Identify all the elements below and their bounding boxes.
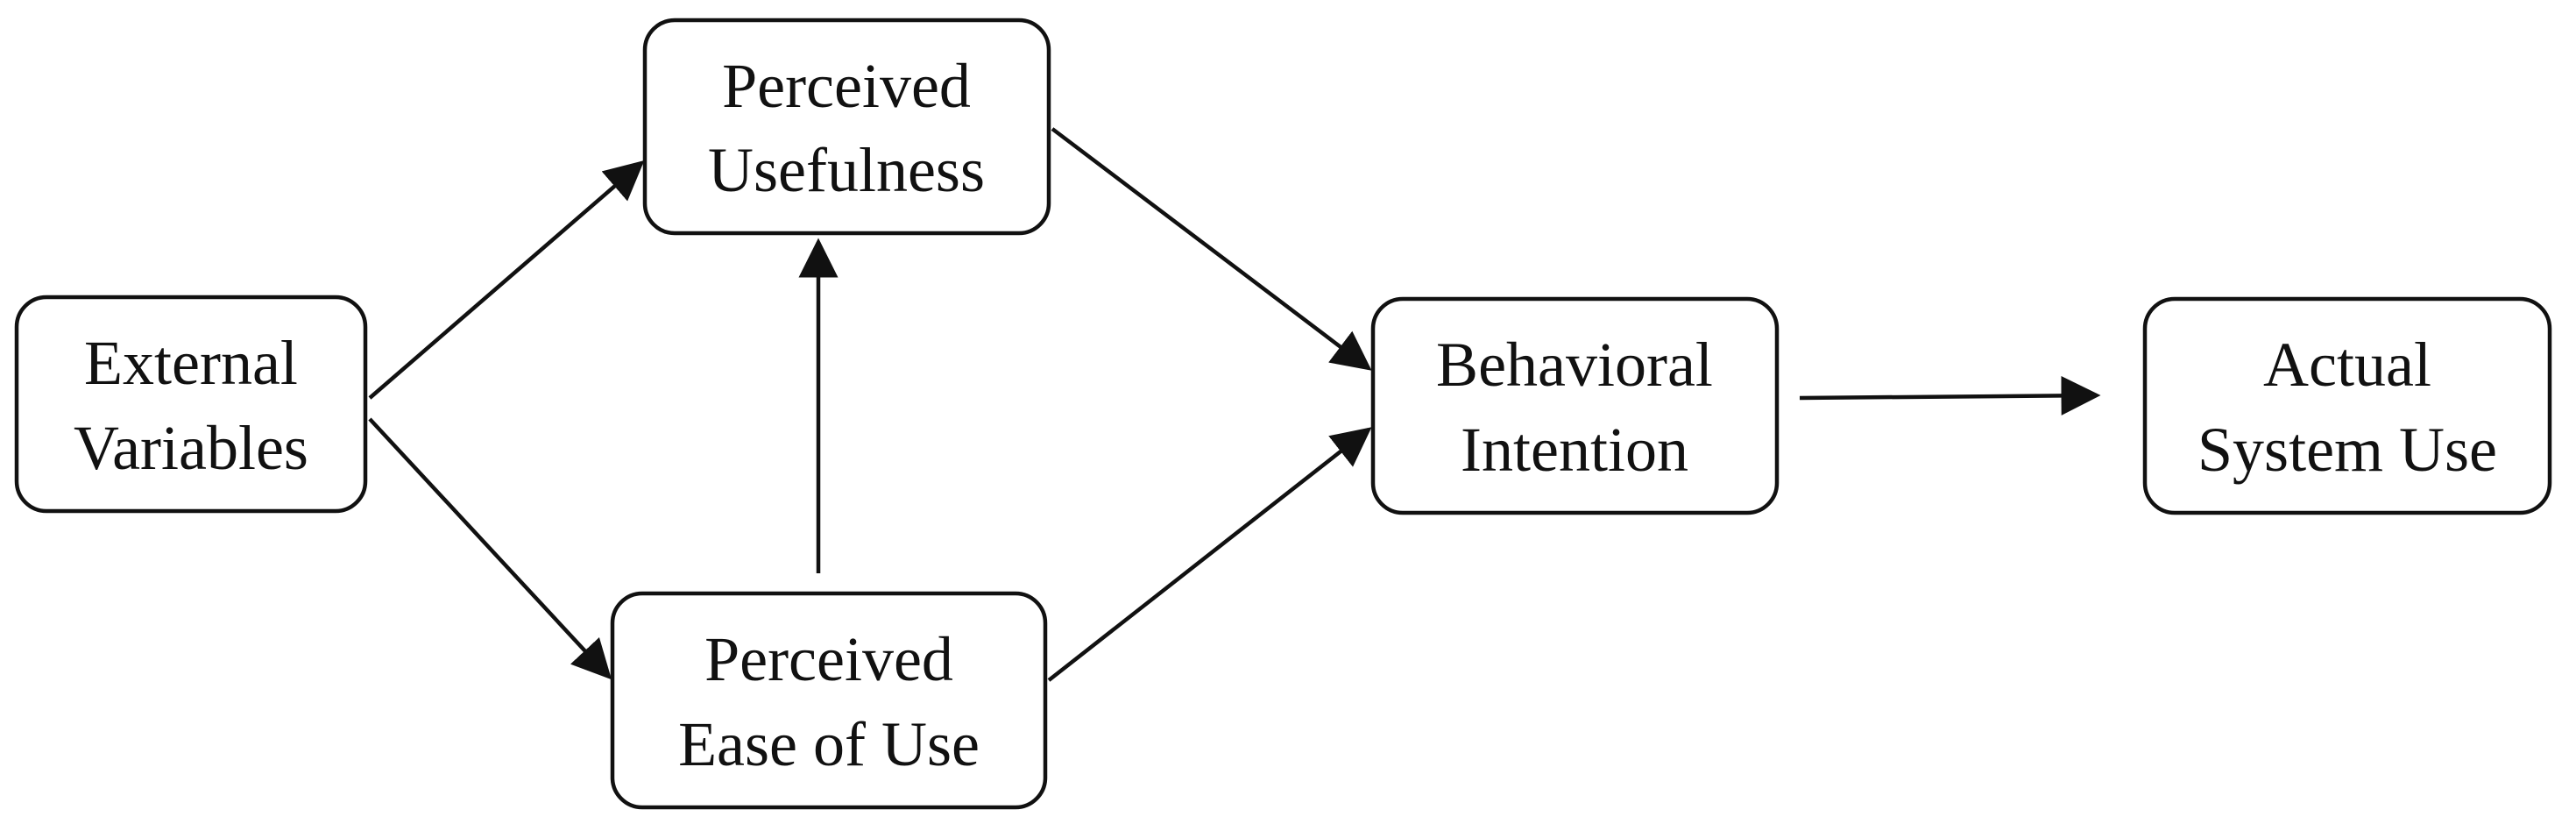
node-label-line2: System Use (2197, 415, 2497, 485)
node-label-line1: Behavioral (1436, 330, 1713, 400)
node-external-variables: External Variables (14, 295, 368, 514)
node-label-line2: Usefulness (708, 135, 985, 205)
node-label-line2: Ease of Use (678, 709, 980, 779)
node-actual-system-use: Actual System Use (2142, 296, 2552, 515)
node-label-line1: Perceived (704, 624, 953, 694)
node-perceived-usefulness: Perceived Usefulness (642, 18, 1051, 236)
node-label-line1: Perceived (722, 51, 971, 121)
node-label-line2: Variables (74, 413, 308, 483)
arrow-external-to-ease-of-use (368, 417, 612, 680)
arrow-intention-to-actual-use (1799, 375, 2101, 416)
node-behavioral-intention: Behavioral Intention (1370, 296, 1780, 515)
node-label-line1: External (84, 328, 298, 398)
arrow-external-to-usefulness (368, 160, 645, 400)
node-label-line1: Actual (2263, 330, 2431, 400)
arrow-ease-of-use-to-intention (1047, 427, 1372, 682)
node-perceived-ease-of-use: Perceived Ease of Use (610, 591, 1048, 810)
node-label-line2: Intention (1461, 415, 1688, 485)
arrow-usefulness-to-intention (1051, 127, 1372, 371)
